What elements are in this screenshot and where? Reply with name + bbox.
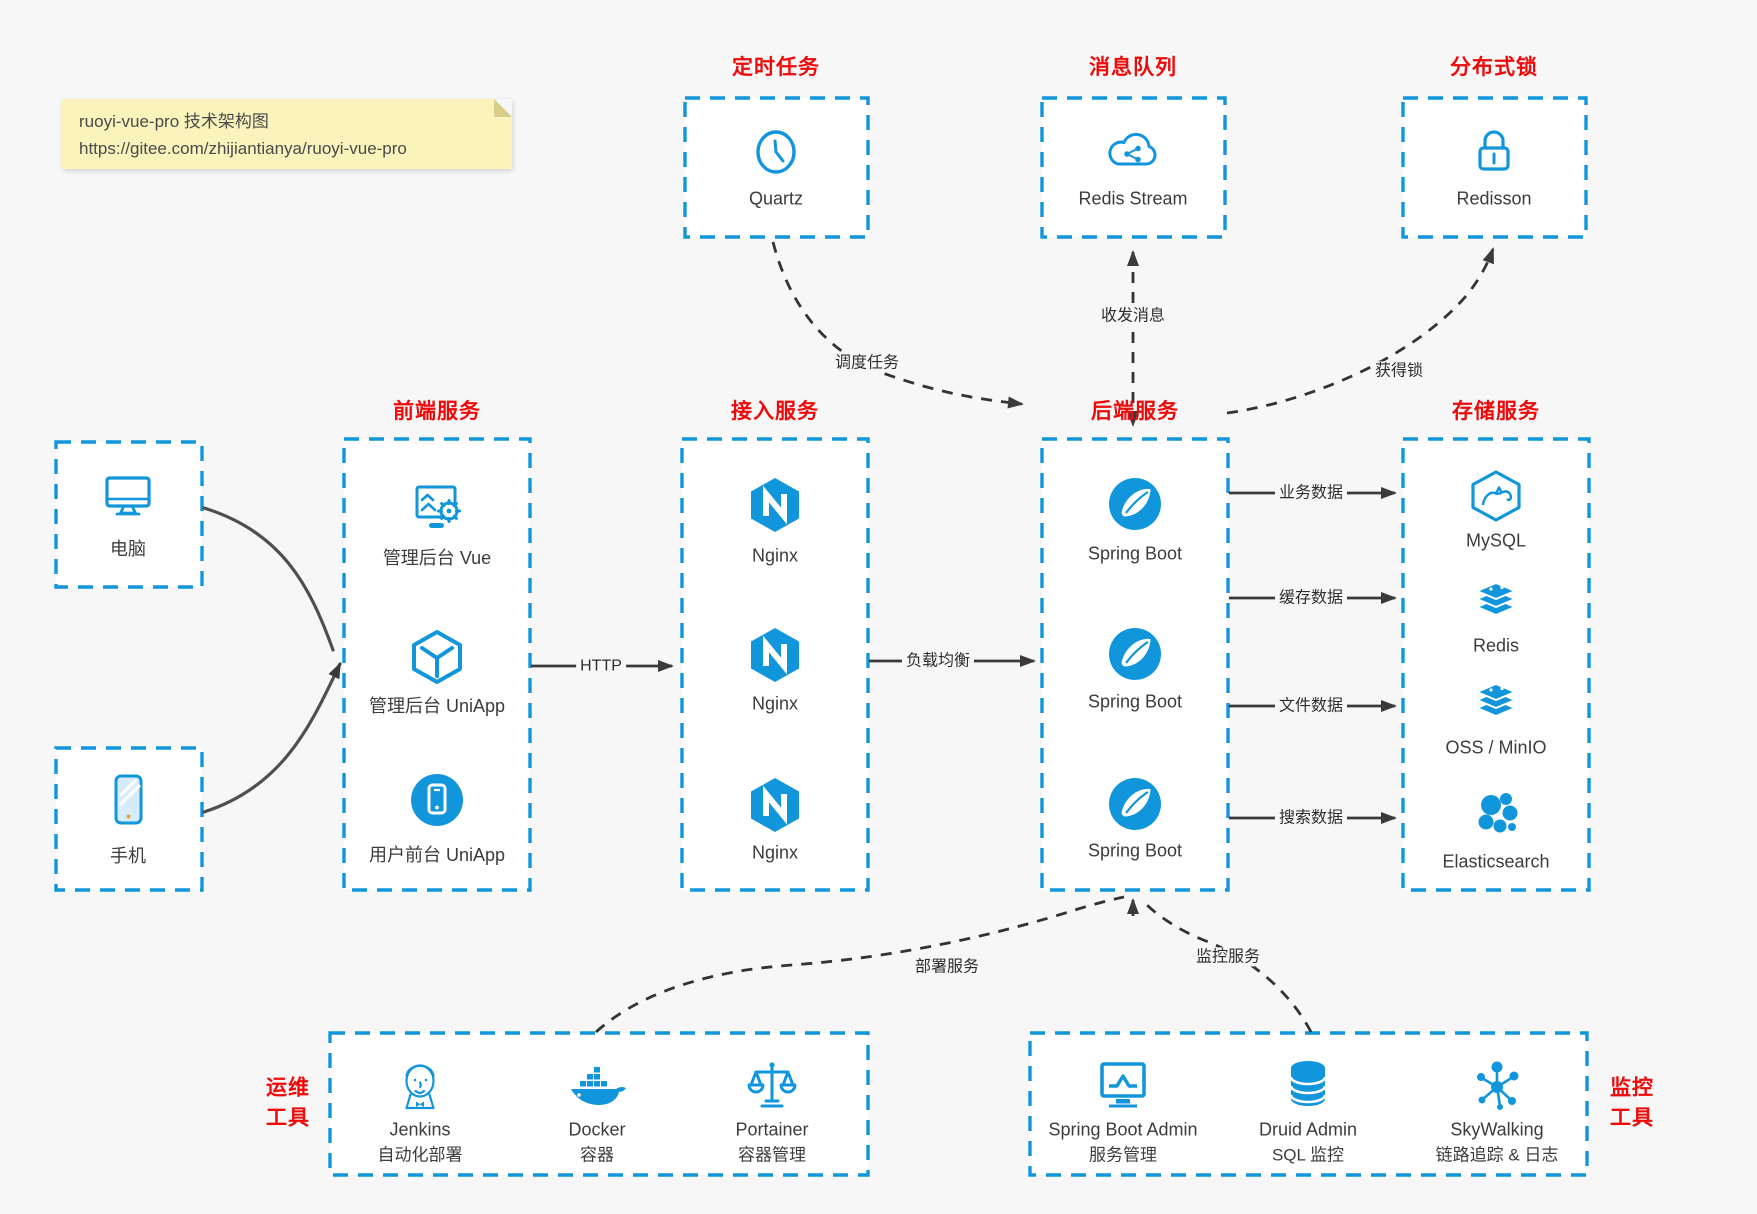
- tool-desc-skywalking: 链路追踪 & 日志: [1435, 1145, 1559, 1165]
- tool-desc-spring-boot-admin: 服务管理: [1089, 1145, 1157, 1165]
- nginx-icon: [747, 475, 803, 535]
- desktop-icon: [100, 473, 156, 521]
- group-title-distributed-lock: 分布式锁: [1450, 56, 1538, 79]
- node-label-admin-vue: 管理后台 Vue: [382, 548, 492, 568]
- topology-icon: [1470, 1057, 1524, 1113]
- storage-box: [1401, 437, 1591, 892]
- group-title-scheduled-task: 定时任务: [732, 56, 820, 79]
- note-url: https://gitee.com/zhijiantianya/ruoyi-vu…: [79, 139, 407, 159]
- group-title-storage: 存储服务: [1452, 400, 1540, 423]
- node-label-admin-uniapp: 管理后台 UniApp: [368, 696, 506, 716]
- group-title-message-queue: 消息队列: [1089, 56, 1177, 79]
- node-label-phone: 手机: [110, 846, 146, 866]
- schedule-task-curve: [771, 241, 1024, 409]
- edge-label-load-balancing: 负载均衡: [901, 651, 975, 671]
- lock-icon: [1471, 125, 1517, 175]
- tool-name-portainer: Portainer: [735, 1119, 809, 1140]
- smartphone-icon: [109, 772, 147, 828]
- monitor-chart-icon: [1095, 1059, 1151, 1111]
- spring-icon: [1107, 476, 1163, 532]
- admin-vue-icon: [408, 483, 466, 533]
- spring-icon: [1107, 776, 1163, 832]
- monitor-tools-side-label: 监控 工具: [1610, 1076, 1654, 1130]
- jenkins-icon: [395, 1056, 445, 1114]
- redis-stack-icon: [1468, 575, 1524, 625]
- tool-desc-jenkins: 自动化部署: [377, 1145, 463, 1165]
- computer-to-frontend-curve: [202, 506, 335, 652]
- mysql-icon: [1468, 469, 1524, 523]
- redis-stream-box: [1040, 96, 1227, 239]
- node-label-nginx: Nginx: [751, 545, 799, 566]
- node-label-redis-stream: Redis Stream: [1078, 188, 1188, 209]
- tool-name-druid-admin: Druid Admin: [1258, 1119, 1358, 1140]
- edge-label-deploy-service: 部署服务: [910, 957, 984, 977]
- quartz-box: [683, 96, 870, 239]
- node-label-quartz: Quartz: [748, 188, 804, 209]
- edge-label-search-data: 搜索数据: [1274, 808, 1348, 828]
- edge-label-schedule-task: 调度任务: [830, 353, 904, 373]
- tool-desc-druid-admin: SQL 监控: [1271, 1145, 1345, 1165]
- elasticsearch-icon: [1469, 786, 1523, 838]
- database-icon: [1282, 1057, 1334, 1113]
- edge-label-send-receive-message: 收发消息: [1096, 306, 1170, 326]
- tool-name-docker: Docker: [568, 1119, 626, 1140]
- node-label-computer: 电脑: [110, 539, 146, 559]
- group-title-backend: 后端服务: [1091, 400, 1179, 423]
- edge-label-acquire-lock: 获得锁: [1370, 361, 1428, 381]
- uniapp-cube-icon: [408, 627, 466, 687]
- user-app-icon: [409, 772, 465, 828]
- nginx-icon: [747, 775, 803, 835]
- sticky-note: ruoyi-vue-pro 技术架构图 https://gitee.com/zh…: [62, 99, 512, 169]
- redis-stack-icon: [1468, 676, 1524, 726]
- ops-tools-side-label: 运维 工具: [266, 1076, 310, 1130]
- tool-name-spring-boot-admin: Spring Boot Admin: [1048, 1119, 1198, 1140]
- note-title: ruoyi-vue-pro 技术架构图: [79, 112, 269, 131]
- nginx-icon: [747, 625, 803, 685]
- node-label-redisson: Redisson: [1456, 188, 1532, 209]
- node-label-oss-minio: OSS / MinIO: [1445, 737, 1547, 758]
- note-fold-icon: [494, 99, 512, 117]
- edge-label-business-data: 业务数据: [1274, 483, 1348, 503]
- tool-name-jenkins: Jenkins: [389, 1119, 451, 1140]
- acquire-lock-curve: [1226, 247, 1495, 415]
- edge-label-http: HTTP: [576, 656, 626, 676]
- cloud-share-icon: [1105, 128, 1161, 172]
- tool-name-skywalking: SkyWalking: [1450, 1119, 1544, 1140]
- node-label-redis: Redis: [1472, 635, 1520, 656]
- node-label-mysql: MySQL: [1465, 530, 1527, 551]
- node-label-spring-boot: Spring Boot: [1087, 543, 1183, 564]
- node-label-spring-boot: Spring Boot: [1087, 840, 1183, 861]
- tool-desc-portainer: 容器管理: [738, 1145, 806, 1165]
- scales-icon: [745, 1058, 799, 1112]
- docker-whale-icon: [566, 1060, 628, 1110]
- node-label-nginx: Nginx: [751, 842, 799, 863]
- group-title-frontend: 前端服务: [393, 400, 481, 423]
- monitor-service-curve: [1141, 900, 1313, 1033]
- node-label-elasticsearch: Elasticsearch: [1442, 851, 1550, 872]
- edge-label-cache-data: 缓存数据: [1274, 588, 1348, 608]
- node-label-spring-boot: Spring Boot: [1087, 691, 1183, 712]
- node-label-user-uniapp: 用户前台 UniApp: [368, 845, 506, 865]
- spring-icon: [1107, 626, 1163, 682]
- phone-to-frontend-curve: [202, 662, 342, 814]
- tool-desc-docker: 容器: [580, 1145, 614, 1165]
- group-title-gateway: 接入服务: [731, 400, 819, 423]
- edge-label-monitor-service: 监控服务: [1191, 947, 1265, 967]
- edge-label-file-data: 文件数据: [1274, 696, 1348, 716]
- deploy-service-curve: [595, 895, 1125, 1034]
- node-label-nginx: Nginx: [751, 693, 799, 714]
- clock-icon: [751, 126, 801, 178]
